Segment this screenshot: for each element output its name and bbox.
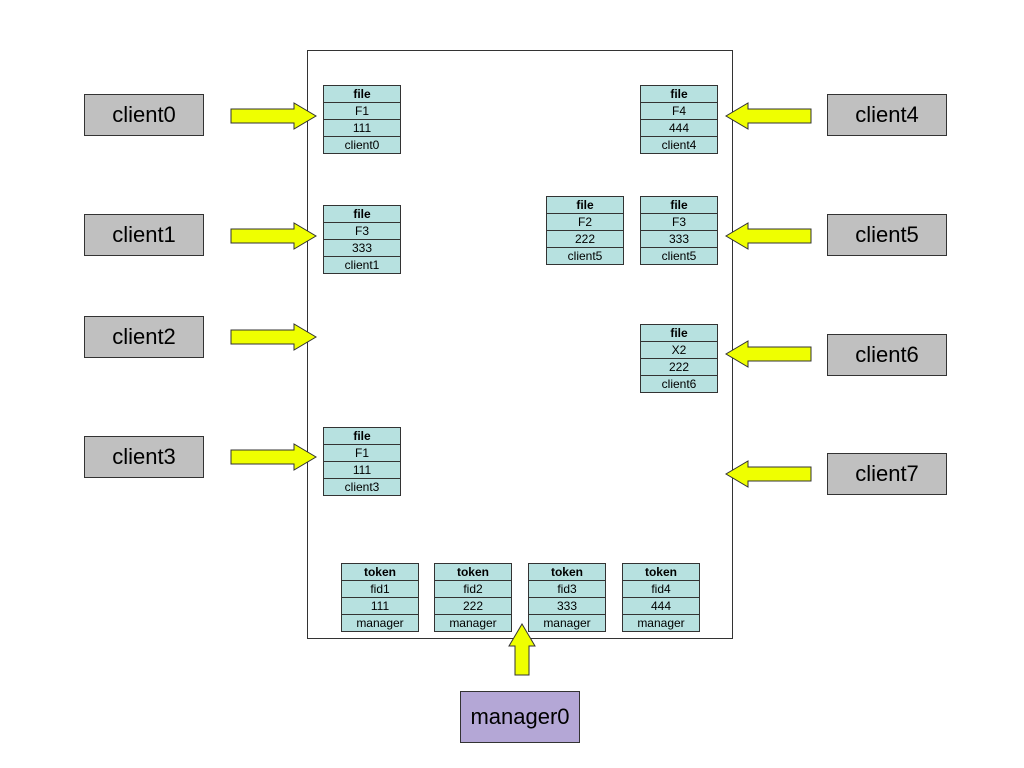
record-value: 222	[547, 230, 623, 247]
record-name: F1	[324, 102, 400, 119]
arrow-client2	[230, 323, 317, 351]
record-header: file	[670, 198, 688, 212]
record-owner: client0	[324, 136, 400, 153]
record-value: 111	[324, 119, 400, 136]
arrow-client5	[725, 222, 812, 250]
arrow-client0	[230, 102, 317, 130]
record-header: file	[353, 207, 371, 221]
record-owner: manager	[623, 614, 699, 631]
file-record: file F3 333 client1	[323, 205, 401, 274]
record-name: F2	[547, 213, 623, 230]
record-value: 444	[623, 597, 699, 614]
record-name: X2	[641, 341, 717, 358]
client-box-0: client0	[84, 94, 204, 136]
record-fid: fid3	[529, 580, 605, 597]
record-name: F3	[324, 222, 400, 239]
token-record: token fid1 111 manager	[341, 563, 419, 632]
record-owner: manager	[342, 614, 418, 631]
arrow-manager0	[508, 623, 536, 676]
file-record: file F2 222 client5	[546, 196, 624, 265]
file-record: file X2 222 client6	[640, 324, 718, 393]
client-box-5: client5	[827, 214, 947, 256]
token-record: token fid2 222 manager	[434, 563, 512, 632]
record-value: 111	[342, 597, 418, 614]
arrow-client4	[725, 102, 812, 130]
record-value: 111	[324, 461, 400, 478]
record-header: token	[644, 565, 677, 579]
token-record: token fid3 333 manager	[528, 563, 606, 632]
client-box-1: client1	[84, 214, 204, 256]
record-value: 222	[435, 597, 511, 614]
record-name: F1	[324, 444, 400, 461]
record-value: 333	[324, 239, 400, 256]
record-header: file	[353, 429, 371, 443]
record-owner: client1	[324, 256, 400, 273]
record-header: file	[576, 198, 594, 212]
record-name: F3	[641, 213, 717, 230]
client-box-6: client6	[827, 334, 947, 376]
record-owner: client5	[641, 247, 717, 264]
record-owner: manager	[435, 614, 511, 631]
client-box-4: client4	[827, 94, 947, 136]
manager-box: manager0	[460, 691, 580, 743]
arrow-client1	[230, 222, 317, 250]
record-value: 444	[641, 119, 717, 136]
client-box-2: client2	[84, 316, 204, 358]
file-record: file F4 444 client4	[640, 85, 718, 154]
record-fid: fid1	[342, 580, 418, 597]
record-owner: client5	[547, 247, 623, 264]
record-value: 222	[641, 358, 717, 375]
record-fid: fid4	[623, 580, 699, 597]
arrow-client3	[230, 443, 317, 471]
arrow-client7	[725, 460, 812, 488]
file-record: file F1 111 client0	[323, 85, 401, 154]
client-box-3: client3	[84, 436, 204, 478]
token-record: token fid4 444 manager	[622, 563, 700, 632]
record-header: file	[670, 326, 688, 340]
record-value: 333	[529, 597, 605, 614]
record-name: F4	[641, 102, 717, 119]
record-owner: client6	[641, 375, 717, 392]
record-header: token	[363, 565, 396, 579]
record-owner: client4	[641, 136, 717, 153]
record-owner: manager	[529, 614, 605, 631]
record-header: token	[550, 565, 583, 579]
record-header: file	[670, 87, 688, 101]
record-header: token	[456, 565, 489, 579]
record-fid: fid2	[435, 580, 511, 597]
arrow-client6	[725, 340, 812, 368]
file-record: file F1 111 client3	[323, 427, 401, 496]
record-owner: client3	[324, 478, 400, 495]
record-value: 333	[641, 230, 717, 247]
record-header: file	[353, 87, 371, 101]
file-record: file F3 333 client5	[640, 196, 718, 265]
client-box-7: client7	[827, 453, 947, 495]
